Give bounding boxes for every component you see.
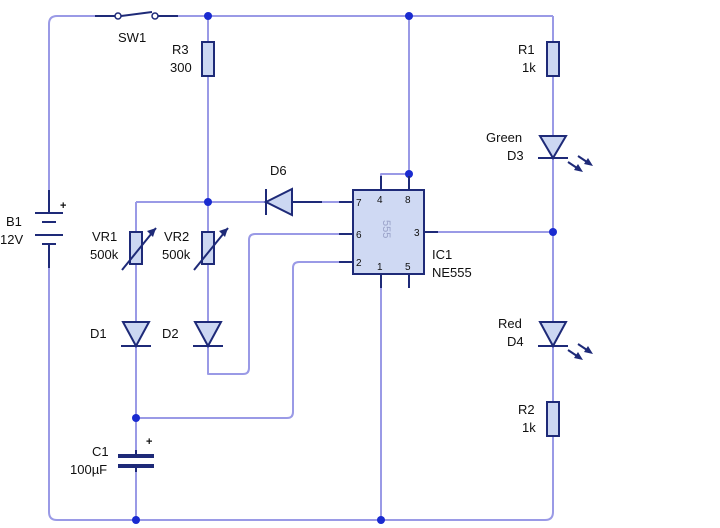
pin-1-number: 1 (377, 262, 383, 273)
junction-dot (549, 228, 557, 236)
pin-5-number: 5 (405, 262, 411, 273)
r1-label: R1 (518, 42, 535, 57)
c1-label: C1 (92, 444, 109, 459)
pin-4-number: 4 (377, 195, 383, 206)
ic1-label: IC1 (432, 247, 452, 262)
junction-dot (377, 516, 385, 524)
chip-marking: 555 (380, 220, 392, 238)
potentiometer-vr2: VR2 500k (162, 227, 229, 271)
sw1-label: SW1 (118, 30, 146, 45)
pin-3-number: 3 (414, 228, 420, 239)
led-d3-green: Green D3 (486, 130, 593, 172)
d2-label: D2 (162, 326, 179, 341)
potentiometer-vr1: VR1 500k (90, 227, 157, 271)
junction-dot (132, 516, 140, 524)
pin-6-number: 6 (356, 230, 362, 241)
pin-2-number: 2 (356, 258, 362, 269)
switch-sw1: SW1 (95, 11, 178, 45)
d4-label: D4 (507, 334, 524, 349)
capacitor-c1: + C1 100µF (70, 436, 154, 477)
pin-8-number: 8 (405, 195, 411, 206)
vr1-label: VR1 (92, 229, 117, 244)
ic-ne555: 555 7 6 2 4 8 1 5 3 IC1 NE555 (339, 176, 472, 288)
r1-value: 1k (522, 60, 536, 75)
c1-value: 100µF (70, 462, 107, 477)
ic1-part: NE555 (432, 265, 472, 280)
diode-d6: D6 (263, 163, 322, 217)
resistor-r2: R2 1k (518, 401, 560, 437)
d1-label: D1 (90, 326, 107, 341)
resistor-r1: R1 1k (518, 41, 560, 77)
led-d4-red: Red D4 (498, 316, 593, 360)
b1-value: 12V (0, 232, 23, 247)
r3-value: 300 (170, 60, 192, 75)
battery-plus-sign: + (60, 200, 66, 212)
diode-d2: D2 (162, 321, 223, 349)
d6-label: D6 (270, 163, 287, 178)
d3-label: D3 (507, 148, 524, 163)
junction-dot (204, 198, 212, 206)
junction-dot (204, 12, 212, 20)
vr2-label: VR2 (164, 229, 189, 244)
diode-d1: D1 (90, 321, 151, 349)
junction-dot (405, 12, 413, 20)
r3-label: R3 (172, 42, 189, 57)
vr2-value: 500k (162, 247, 191, 262)
d4-color-label: Red (498, 316, 522, 331)
r2-value: 1k (522, 420, 536, 435)
junction-dot (405, 170, 413, 178)
r2-label: R2 (518, 402, 535, 417)
capacitor-plus-sign: + (146, 436, 152, 448)
pin-7-number: 7 (356, 198, 362, 209)
wires (48, 15, 554, 521)
battery-b1: + B1 12V (0, 190, 66, 268)
d3-color-label: Green (486, 130, 522, 145)
junctions (132, 12, 557, 524)
b1-label: B1 (6, 214, 22, 229)
junction-dot (132, 414, 140, 422)
resistor-r3: R3 300 (170, 41, 215, 77)
vr1-value: 500k (90, 247, 119, 262)
